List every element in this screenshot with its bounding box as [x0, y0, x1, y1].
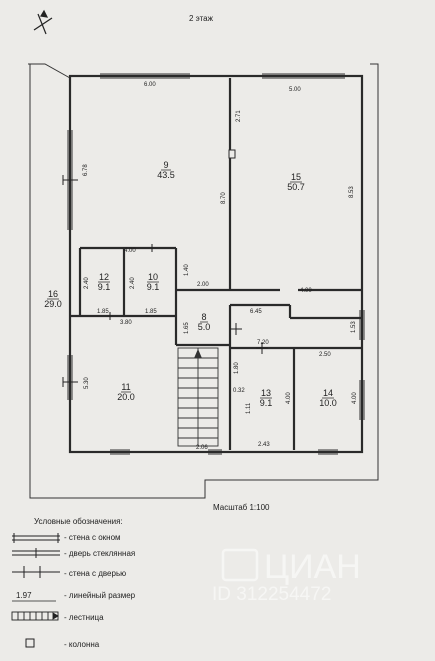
floor-title: 2 этаж	[189, 14, 214, 23]
watermark-id: ID 312254472	[212, 584, 331, 605]
dim-label: 5.30	[84, 377, 90, 389]
dim-label: 8.53	[349, 186, 355, 198]
room-15-area: 50.7	[287, 182, 305, 192]
legend-item-window-wall: - стена с окном	[64, 533, 121, 542]
legend-item-stairs: - лестница	[64, 613, 104, 622]
dim-label: 2.40	[130, 277, 136, 289]
dim-label: 2.71	[236, 110, 242, 122]
dim-label: 1.85	[145, 309, 157, 315]
dim-label: 2.06	[196, 445, 208, 451]
dim-label: 4.00	[300, 288, 312, 294]
dim-label: 2.43	[258, 442, 270, 448]
dim-label: 2.50	[319, 352, 331, 358]
room-8-area: 5.0	[198, 322, 211, 332]
room-9-area: 43.5	[157, 170, 175, 180]
dim-label: 6.00	[144, 82, 156, 88]
legend-item-dimension: - линейный размер	[64, 591, 136, 600]
dim-label: 1.85	[97, 309, 109, 315]
dim-label: 0.32	[233, 388, 245, 394]
interior-walls	[70, 78, 362, 450]
legend-glass-door-icon	[12, 548, 60, 558]
room-8-number: 8	[201, 312, 206, 322]
house-outer-wall	[68, 74, 364, 454]
staircase	[177, 347, 219, 447]
room-13-number: 13	[261, 388, 271, 398]
room-15-number: 15	[291, 172, 301, 182]
legend-dim-sample: 1.97	[16, 591, 32, 600]
room-12-number: 12	[99, 272, 109, 282]
watermark: ЦИАН ID 312254472	[212, 548, 361, 605]
dim-label: 6.45	[250, 309, 262, 315]
legend-item-glass-door: - дверь стеклянная	[64, 549, 135, 558]
dimension-labels: 6.00 5.00 6.78 2.71 8.70 8.53 4.00 1.40 …	[83, 82, 358, 451]
dim-label: 5.00	[289, 87, 301, 93]
room-9-number: 9	[163, 160, 168, 170]
room-10-area: 9.1	[147, 282, 160, 292]
room-number-underlines	[47, 169, 334, 399]
dim-label: 4.00	[352, 392, 358, 404]
dim-label: 1.65	[184, 322, 190, 334]
dim-label: 3.80	[120, 320, 132, 326]
dim-label: 1.11	[246, 402, 252, 414]
dim-label: 2.00	[197, 282, 209, 288]
door-marks	[62, 175, 268, 387]
room-14-area: 10.0	[319, 398, 337, 408]
legend-title: Условные обозначения:	[34, 517, 123, 526]
legend-item-door-wall: - стена с дверью	[64, 569, 126, 578]
legend-stairs-icon	[11, 611, 59, 621]
dim-label: 7.20	[257, 340, 269, 346]
dim-label: 6.78	[83, 164, 89, 176]
column-marker	[228, 149, 236, 159]
legend-door-wall-icon	[12, 566, 60, 578]
room-13-area: 9.1	[260, 398, 273, 408]
dim-label: 4.00	[286, 392, 292, 404]
dim-label: 8.70	[221, 192, 227, 204]
watermark-brand: ЦИАН	[264, 548, 361, 586]
dim-label: 1.53	[351, 321, 357, 333]
room-14-number: 14	[323, 388, 333, 398]
room-10-number: 10	[148, 272, 158, 282]
room-16-area: 29.0	[44, 299, 62, 309]
room-16-number: 16	[48, 289, 58, 299]
legend-column-icon	[25, 638, 35, 648]
room-12-area: 9.1	[98, 282, 111, 292]
room-labels: 9 43.5 15 50.7 12 9.1 10 9.1 16 29.0 8 5…	[44, 160, 337, 408]
cian-logo-icon	[221, 548, 259, 582]
dim-label: 4.00	[124, 248, 136, 254]
dim-label: 1.40	[184, 264, 190, 276]
compass-icon	[33, 9, 53, 35]
room-11-area: 20.0	[117, 392, 135, 402]
dim-label: 2.40	[84, 277, 90, 289]
room-11-number: 11	[121, 382, 130, 392]
legend-item-column: - колонна	[64, 640, 100, 649]
outer-boundary-top	[28, 63, 71, 79]
legend-window-wall-icon	[12, 533, 60, 543]
outer-boundary	[28, 63, 379, 499]
scale-label: Масштаб 1:100	[213, 503, 270, 512]
dim-label: 1.80	[234, 362, 240, 374]
legend: Условные обозначения: - стена с окном - …	[11, 517, 136, 649]
